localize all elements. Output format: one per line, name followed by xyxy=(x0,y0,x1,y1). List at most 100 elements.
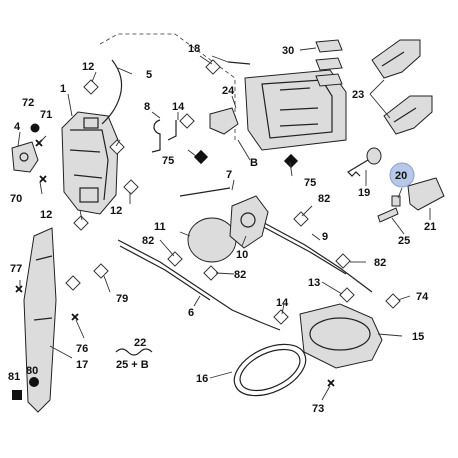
open-square-markers xyxy=(65,59,401,325)
callout-19: 19 xyxy=(358,187,370,199)
marker-filled-square-icon xyxy=(193,149,209,165)
gasket-ring-part xyxy=(233,343,307,397)
marker-open-square-icon xyxy=(123,179,139,195)
rod-5-part xyxy=(101,59,123,125)
callout-75b: 75 xyxy=(304,177,316,189)
kit-bracket-icon xyxy=(115,348,153,356)
filled-square-markers xyxy=(12,149,299,400)
rod-6-secondary-part xyxy=(119,245,211,301)
interior-handle-part xyxy=(299,303,383,369)
callout-11: 11 xyxy=(154,221,166,233)
callout-12b: 12 xyxy=(110,205,122,217)
marker-open-square-icon xyxy=(167,251,183,267)
clip-14-part xyxy=(167,120,177,141)
callout-82d: 82 xyxy=(374,257,386,269)
exterior-handle-part xyxy=(244,69,347,151)
rod-9-secondary-part xyxy=(257,223,347,275)
rod-6-part xyxy=(117,239,281,331)
callout-18: 18 xyxy=(188,43,200,55)
marker-cross-icon xyxy=(39,175,47,183)
callout-12c: 12 xyxy=(40,209,52,221)
marker-cross-icon xyxy=(71,313,79,321)
guide-frame-part xyxy=(99,33,236,140)
callout-75a: 75 xyxy=(162,155,174,167)
marker-filled-square-icon xyxy=(12,390,22,400)
small-bracket-part xyxy=(11,141,39,173)
cover-disc-part xyxy=(187,217,237,263)
callout-9: 9 xyxy=(322,231,328,243)
handle-bracket-part xyxy=(209,107,239,135)
hinge-bracket-upper-part xyxy=(371,39,421,79)
cross-markers xyxy=(15,139,335,387)
marker-filled-square-icon xyxy=(283,153,299,169)
key-part xyxy=(347,147,382,177)
callout-B: B xyxy=(250,157,258,169)
marker-cross-icon xyxy=(327,379,335,387)
rod-18-part xyxy=(227,61,251,65)
highlight-circle xyxy=(389,162,415,188)
cover-cap-part xyxy=(407,177,445,211)
callout-7: 7 xyxy=(226,169,232,181)
marker-open-square-icon xyxy=(205,59,221,75)
kit-formula: 25 + B xyxy=(116,359,149,371)
marker-open-square-icon xyxy=(385,293,401,309)
callout-76: 76 xyxy=(76,343,88,355)
callout-12a: 12 xyxy=(82,61,94,73)
callout-14a: 14 xyxy=(172,101,185,113)
marker-open-square-icon xyxy=(109,139,125,155)
marker-cross-icon xyxy=(15,285,23,293)
marker-open-square-icon xyxy=(339,287,355,303)
rod-7-part xyxy=(179,187,231,197)
callout-80: 80 xyxy=(26,365,38,377)
callout-73: 73 xyxy=(312,403,324,415)
callout-24: 24 xyxy=(222,85,235,97)
callout-70: 70 xyxy=(10,193,22,205)
callout-74: 74 xyxy=(416,291,429,303)
marker-open-square-icon xyxy=(83,79,99,95)
callout-77: 77 xyxy=(10,263,22,275)
support-bracket-part xyxy=(23,227,57,413)
callout-82c: 82 xyxy=(318,193,330,205)
callout-30: 30 xyxy=(282,45,294,57)
callout-21: 21 xyxy=(424,221,436,233)
leader-lines xyxy=(17,47,431,401)
marker-open-square-icon xyxy=(273,309,289,325)
callout-5: 5 xyxy=(146,69,152,81)
key-blade-part xyxy=(377,207,399,223)
rod-9-part xyxy=(254,217,373,293)
callout-13: 13 xyxy=(308,277,320,289)
callout-labels: 1 4 5 6 7 8 9 10 11 12 12 12 13 14 14 15… xyxy=(8,43,436,415)
marker-open-square-icon xyxy=(73,215,89,231)
callout-10: 10 xyxy=(236,249,248,261)
marker-open-square-icon xyxy=(179,113,195,129)
marker-open-square-icon xyxy=(335,253,351,269)
callout-82a: 82 xyxy=(142,235,154,247)
callout-79: 79 xyxy=(116,293,128,305)
lock-mechanism-part xyxy=(61,111,119,215)
callout-16: 16 xyxy=(196,373,208,385)
marker-open-square-icon xyxy=(93,263,109,279)
callout-8: 8 xyxy=(144,101,150,113)
kit-number: 22 xyxy=(134,337,146,349)
callout-81: 81 xyxy=(8,371,20,383)
mechanism-plate-part xyxy=(229,195,269,249)
small-clip-20-part xyxy=(391,195,401,207)
callout-25: 25 xyxy=(398,235,410,247)
marker-dot-icon xyxy=(29,377,39,387)
callout-20: 20 xyxy=(395,170,407,182)
dot-markers xyxy=(29,123,40,387)
callout-71: 71 xyxy=(40,109,52,121)
callout-72: 72 xyxy=(22,97,34,109)
callout-23: 23 xyxy=(352,89,364,101)
hinge-bracket-lower-part xyxy=(383,95,433,135)
callout-17: 17 xyxy=(76,359,88,371)
fastener-set-30-part xyxy=(315,39,343,87)
marker-open-square-icon xyxy=(203,265,219,281)
callout-82b: 82 xyxy=(234,269,246,281)
callout-15: 15 xyxy=(412,331,424,343)
marker-dot-icon xyxy=(30,123,40,133)
callout-1: 1 xyxy=(60,83,66,95)
callout-4: 4 xyxy=(14,121,21,133)
marker-open-square-icon xyxy=(65,275,81,291)
